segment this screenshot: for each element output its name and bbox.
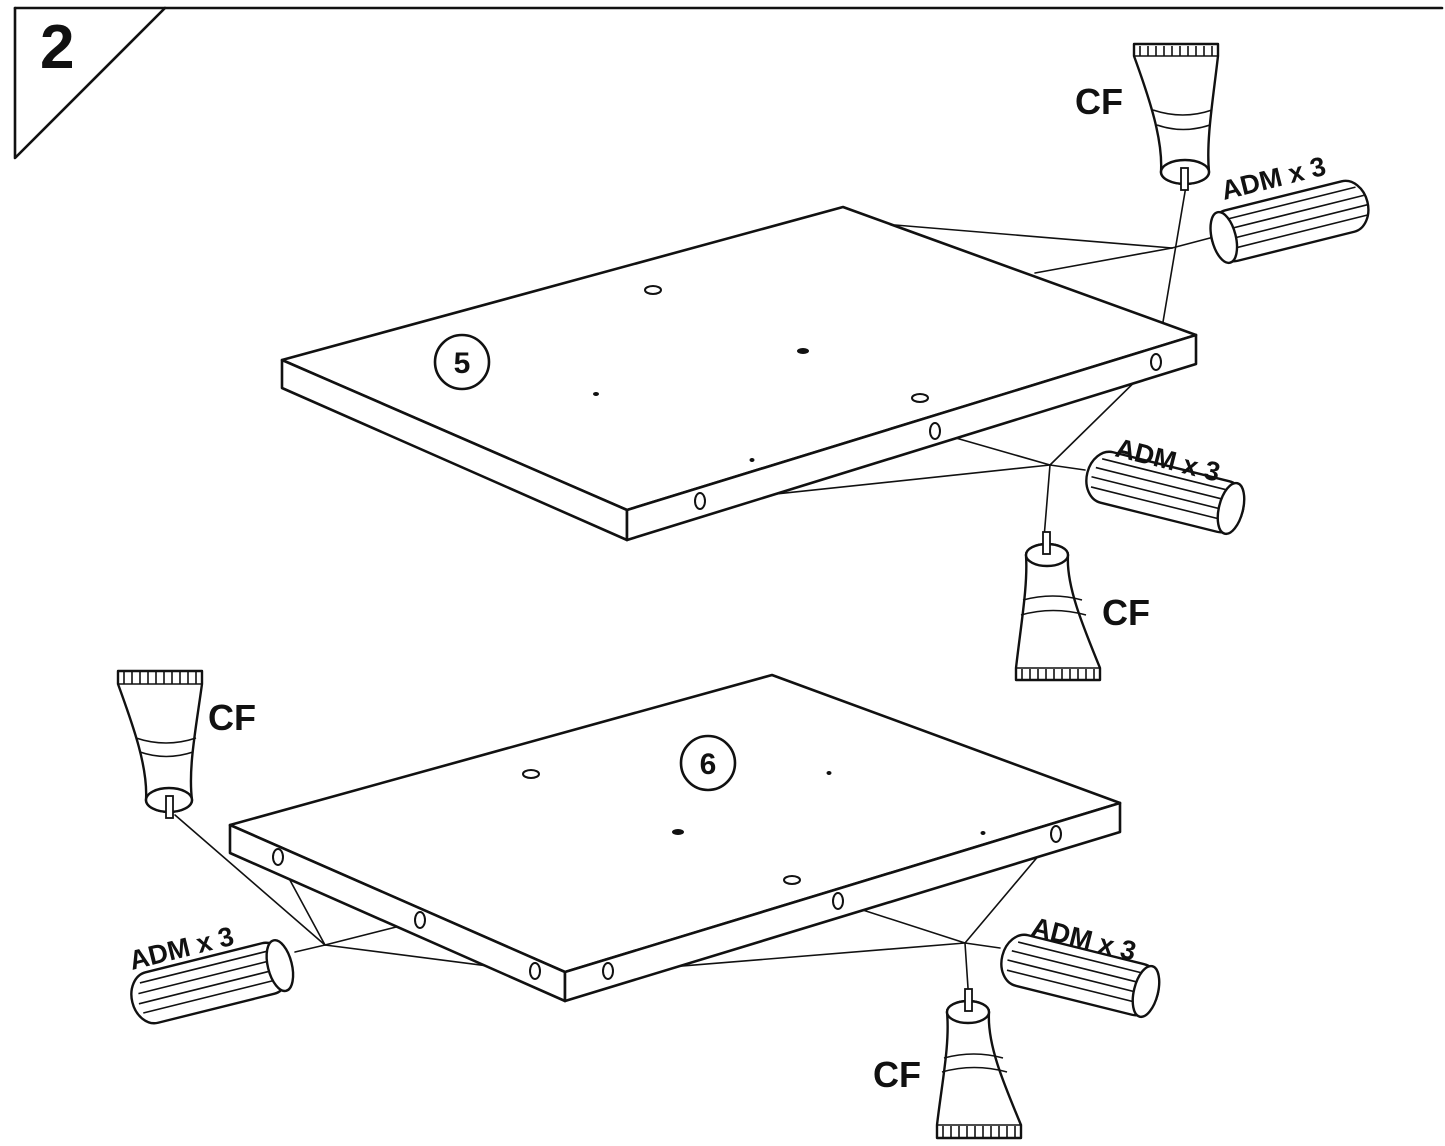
panel-5-hole [797, 348, 809, 354]
panel-6-hole [783, 875, 801, 885]
dowel-top-right [1209, 179, 1370, 265]
panel-6-edge-hole [832, 892, 844, 910]
dowel-bottom-right [1000, 933, 1161, 1019]
panel-5-hole [593, 392, 599, 396]
glue-tube-top-right [1132, 42, 1220, 191]
panel-5-number-circle [433, 333, 491, 391]
step-header: 2 [13, 6, 1444, 160]
panel-6-edge-hole [529, 962, 541, 980]
panel-5-edge-hole [1150, 353, 1162, 371]
panel-5: 5 [280, 205, 1198, 542]
glue-tube-top-left [116, 669, 204, 819]
panel-6-hole [672, 829, 684, 835]
panel-5-hole [749, 458, 755, 462]
step-number: 2 [40, 13, 74, 82]
panel-6-hole [826, 771, 832, 775]
glue-label-top-left: CF [208, 697, 256, 738]
dowel-bottom-left [130, 938, 295, 1025]
glue-label-mid-right: CF [1102, 592, 1150, 633]
panel-5-front-edge [625, 333, 1198, 542]
panel-6-edge-hole [1050, 825, 1062, 843]
panel-6-edge-hole [414, 911, 426, 929]
panel-6-number: 6 [700, 748, 717, 781]
panel-5-top-face [280, 205, 1198, 512]
panel-5-number: 5 [454, 347, 471, 380]
panel-6-hole [980, 831, 986, 835]
panel-5-edge-hole [929, 422, 941, 440]
panel-6: 6 [228, 673, 1122, 1003]
glue-label-top-right: CF [1075, 81, 1123, 122]
glue-tube-bottom-center [935, 988, 1023, 1140]
panel-6-number-circle [679, 734, 737, 792]
glue-label-bottom-center: CF [873, 1054, 921, 1095]
panel-6-edge-hole [602, 962, 614, 980]
panel-5-hole [911, 393, 929, 403]
panel-6-hole [522, 769, 540, 779]
panel-5-edge-hole [694, 492, 706, 510]
step-corner-frame [13, 6, 167, 160]
dowel-mid-right [1085, 450, 1246, 536]
panel-6-edge-hole [272, 848, 284, 866]
panel-5-hole [644, 285, 662, 295]
glue-tube-mid-right [1014, 531, 1102, 682]
panel-6-top-face [228, 673, 1122, 974]
